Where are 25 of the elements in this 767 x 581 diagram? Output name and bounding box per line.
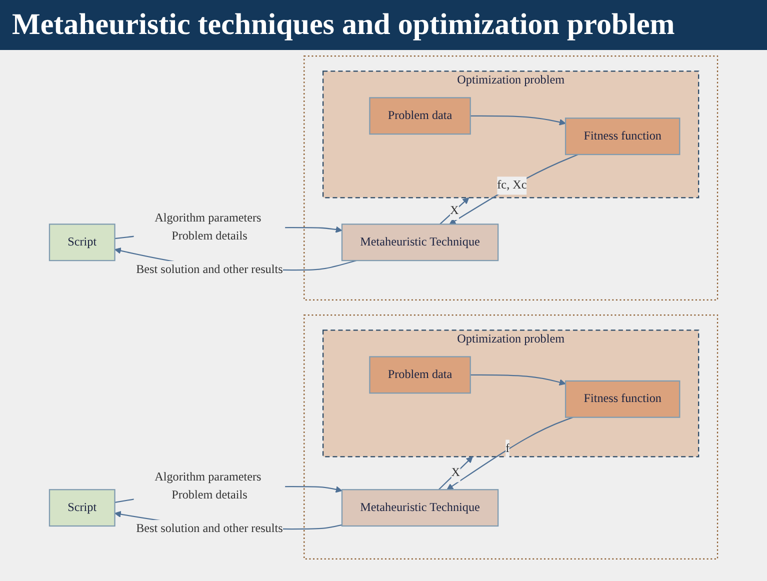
cluster [304, 314, 718, 560]
node-box: Script [48, 224, 116, 262]
edge-label: Algorithm parameters Problem details [154, 212, 262, 243]
node-box: Problem data [369, 97, 471, 135]
arrow [470, 115, 566, 126]
node-box: Fitness function [564, 118, 680, 156]
node-box: Metaheuristic Technique [341, 489, 499, 527]
edge-label: X [451, 466, 460, 480]
edge-label: Best solution and other results [136, 522, 283, 536]
edge-label: X [450, 204, 459, 217]
cluster [304, 56, 718, 300]
node-box: Problem data [369, 356, 471, 394]
edge-label: Best solution and other results [136, 263, 283, 276]
edge-label: Algorithm parameters Problem details [154, 470, 262, 502]
edge-label: fc, Xc [497, 178, 527, 192]
node-box: Fitness function [564, 380, 680, 418]
node-box: Script [48, 489, 116, 527]
slide-title: Metaheuristic techniques and optimization problem [0, 0, 767, 50]
arrow [446, 416, 574, 490]
arrow [438, 456, 473, 490]
arrow [470, 374, 566, 386]
node-box: Metaheuristic Technique [341, 224, 499, 262]
edge-label: f [506, 442, 510, 455]
arrow [449, 154, 578, 224]
arrow [440, 197, 470, 225]
